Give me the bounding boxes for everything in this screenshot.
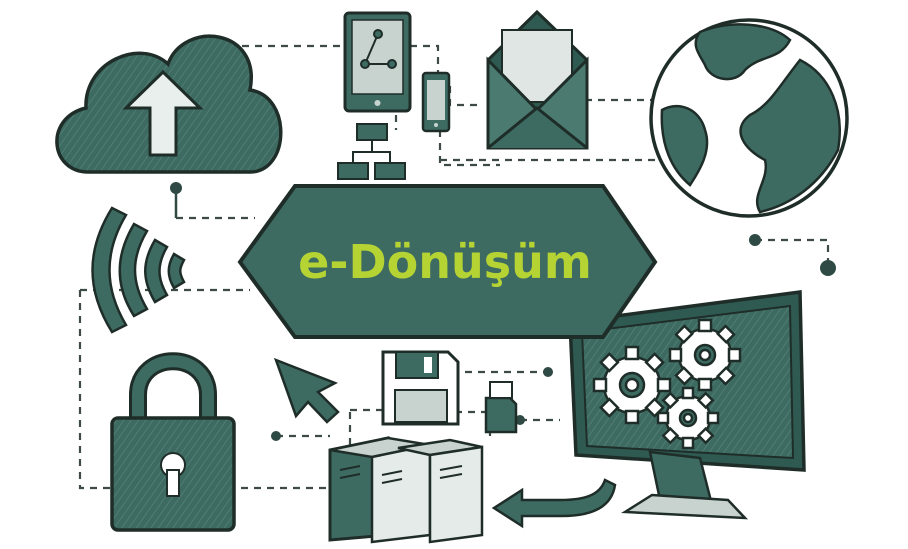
- cursor-icon: [273, 357, 340, 424]
- server-icon: [328, 436, 484, 544]
- transfer-arrow-icon: [491, 478, 617, 529]
- padlock-icon: [110, 352, 236, 532]
- cloud-upload-icon: [55, 34, 283, 174]
- smartphone-icon: [421, 71, 451, 133]
- wifi-signal-icon: [91, 206, 186, 334]
- sd-card-icon: [484, 381, 518, 434]
- envelope-icon: [486, 9, 589, 150]
- org-chart-icon: [337, 123, 406, 180]
- page-title: e-Dönüşüm: [298, 235, 592, 289]
- floppy-disk-icon: [381, 350, 460, 426]
- title-banner: e-Dönüşüm: [237, 184, 658, 339]
- gears-icon: [592, 318, 742, 450]
- connector-dots: [170, 182, 836, 441]
- globe-icon: [649, 18, 849, 218]
- tablet-icon: [343, 11, 412, 113]
